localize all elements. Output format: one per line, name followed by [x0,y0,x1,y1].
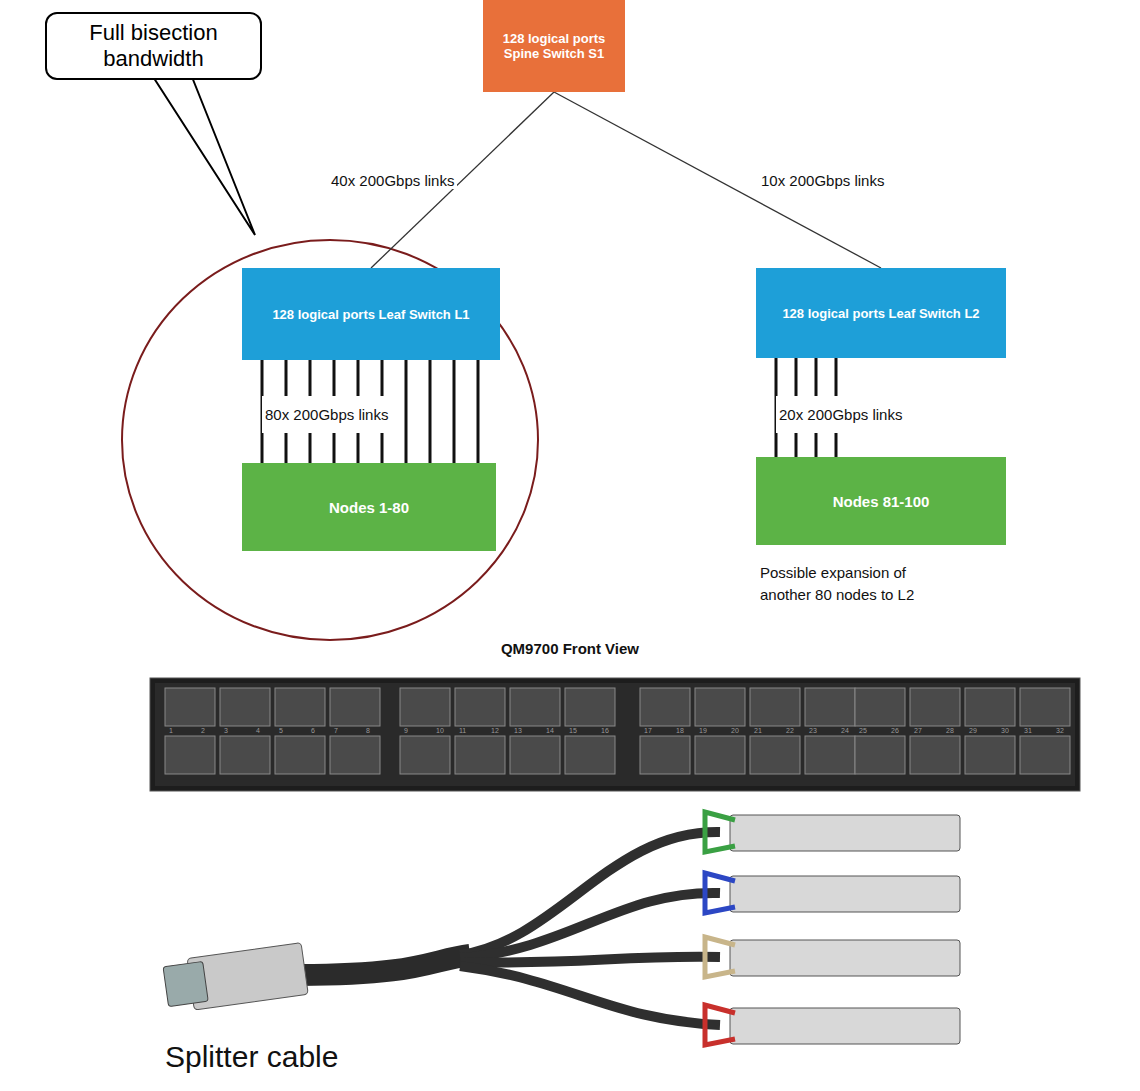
port-cage [910,736,960,774]
link-label: 10x 200Gbps links [758,172,887,189]
port-number: 23 [809,727,817,734]
port-number: 27 [914,727,922,734]
port-number: 25 [859,727,867,734]
port-cage [855,736,905,774]
port-number: 15 [569,727,577,734]
port-cage [400,688,450,726]
node-text: 128 logical ports Leaf Switch L1 [272,307,469,322]
port-cage [965,688,1015,726]
port-number: 9 [404,727,408,734]
link-connector [262,360,478,463]
node-text: Nodes 81-100 [833,493,930,510]
node-text: Full bisection bandwidth [57,20,250,72]
connector-cage [163,961,208,1006]
port-number: 6 [311,727,315,734]
port-cage [455,736,505,774]
switch-front-panel [150,678,1080,791]
figure-caption: Splitter cable [165,1040,338,1074]
port-cage [220,736,270,774]
port-number: 3 [224,727,228,734]
port-cage [1020,736,1070,774]
port-number: 17 [644,727,652,734]
breakout-connectors [705,812,960,1045]
port-number: 26 [891,727,899,734]
port-number: 32 [1056,727,1064,734]
port-number: 31 [1024,727,1032,734]
callout-box: Full bisection bandwidth [45,12,262,80]
link-label: 20x 200Gbps links [776,396,905,433]
port-cage [640,688,690,726]
port-number: 24 [841,727,849,734]
port-number: 14 [546,727,554,734]
port-cage [330,688,380,726]
port-cage [510,736,560,774]
port-cage [275,736,325,774]
note-text: Possible expansion of another 80 nodes t… [760,562,960,606]
spine-switch-box: 128 logical ports Spine Switch S1 [483,0,625,92]
cable-leg [460,893,720,958]
port-number: 20 [731,727,739,734]
port-cage [750,736,800,774]
port-cage [805,688,855,726]
node-text: Nodes 1-80 [329,499,409,516]
port-cage [165,688,215,726]
port-cage [220,688,270,726]
figure-title: QM9700 Front View [0,640,1140,657]
callout-tail [88,72,255,235]
port-number: 11 [459,727,466,734]
port-number: 19 [699,727,707,734]
port-cage [855,688,905,726]
port-number: 1 [169,727,173,734]
port-number: 22 [786,727,794,734]
port-number: 30 [1001,727,1009,734]
port-cage [805,736,855,774]
port-number: 21 [754,727,762,734]
port-number: 4 [256,727,260,734]
leaf-switch-box: 128 logical ports Leaf Switch L2 [756,268,1006,358]
cable-leg [460,957,720,963]
compute-nodes-box: Nodes 1-80 [242,463,496,551]
port-cage [695,736,745,774]
port-number: 12 [491,727,499,734]
port-cage [275,688,325,726]
port-number: 5 [279,727,283,734]
switch-face [155,683,1075,786]
switch-chassis [150,678,1080,791]
port-cage [695,688,745,726]
port-cage [565,736,615,774]
port-cage [330,736,380,774]
port-number: 8 [366,727,370,734]
link-label: 80x 200Gbps links [262,396,391,433]
node-text: 128 logical ports Leaf Switch L2 [782,306,979,321]
cable-leg [460,966,720,1025]
port-cage [455,688,505,726]
port-cage [565,688,615,726]
leaf-switch-box: 128 logical ports Leaf Switch L1 [242,268,500,360]
port-number: 7 [334,727,338,734]
port-number: 28 [946,727,954,734]
port-number: 13 [514,727,522,734]
link-label: 40x 200Gbps links [328,172,457,189]
port-number: 2 [201,727,205,734]
port-cage [510,688,560,726]
port-cage [400,736,450,774]
port-number: 18 [676,727,684,734]
node-text: 128 logical ports Spine Switch S1 [493,31,615,61]
port-cage [910,688,960,726]
port-cage [750,688,800,726]
port-cage [165,736,215,774]
port-cage [965,736,1015,774]
port-cage [640,736,690,774]
port-number: 10 [436,727,444,734]
compute-nodes-box: Nodes 81-100 [756,457,1006,545]
group-circle [122,240,538,640]
port-number: 29 [969,727,977,734]
port-number: 16 [601,727,609,734]
splitter-cable-illustration [163,812,960,1045]
port-cage [1020,688,1070,726]
cable-trunk [300,955,470,975]
